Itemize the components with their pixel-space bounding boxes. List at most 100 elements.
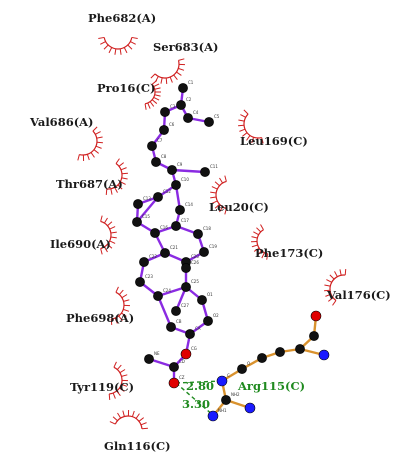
hbond-distance-2: 3.30 — [182, 397, 210, 411]
atom-label: C2 — [186, 97, 192, 102]
residue-label-phe682a: Phe682(A) — [88, 11, 156, 25]
carbon-atom — [200, 167, 210, 177]
atom-label: C8 — [161, 154, 167, 159]
atom-label: C14 — [185, 202, 193, 207]
atom-label: C1 — [188, 80, 194, 85]
hbond-line-2 — [175, 382, 215, 417]
carbon-atom — [199, 247, 209, 257]
atom-label: C7 — [157, 138, 163, 143]
carbon-atom — [204, 117, 214, 127]
carbon-atom — [178, 83, 188, 93]
atom-label: C6 — [169, 122, 175, 127]
atom-label: CG — [191, 346, 197, 351]
oxygen-atom — [310, 310, 322, 322]
hydrophobic-arc — [150, 58, 186, 84]
hydrophobic-arc — [210, 175, 227, 215]
atoms — [132, 83, 330, 422]
atom-label: O — [247, 361, 250, 366]
carbon-atom — [147, 141, 157, 151]
residue-label-tyr119c: Tyr119(C) — [70, 380, 134, 394]
hydrophobic-arc — [108, 361, 129, 400]
residue-label-gln116c: Gln116(C) — [104, 439, 171, 453]
hbond-line-1 — [175, 380, 223, 384]
carbon-atom — [257, 353, 267, 363]
hydrophobic-arc — [238, 109, 264, 145]
carbon-atom — [151, 157, 161, 167]
carbon-atom — [193, 229, 203, 239]
atom-label: C15 — [142, 214, 150, 219]
carbon-atom — [181, 282, 191, 292]
carbon-atom — [176, 100, 186, 110]
atom-label: CZ — [179, 375, 185, 380]
atom-label: NE — [154, 351, 160, 356]
atom-label: C10 — [181, 177, 189, 182]
atom-label: C11 — [210, 164, 218, 169]
atom-label: C25 — [191, 279, 199, 284]
residue-label-thr687a: Thr687(A) — [56, 177, 123, 191]
carbon-atom — [171, 180, 181, 190]
carbon-atom — [203, 316, 213, 326]
atom-label: CB — [176, 319, 182, 324]
hydrophobic-arc — [105, 158, 128, 195]
atom-label: C16 — [160, 225, 168, 230]
atom-label: O2 — [213, 313, 219, 318]
atom-labels: C1C2C3C4C5C6C7C8C9C10C11C12C13C14C15C16C… — [142, 80, 250, 413]
residue-label-leu169c: Leu169(C) — [240, 134, 308, 148]
residue-label-phe698a: Phe698(A) — [66, 311, 134, 325]
atom-label: C23 — [145, 274, 153, 279]
carbon-atom — [171, 306, 181, 316]
atom-label: C21 — [170, 245, 178, 250]
atom-label: NH2 — [231, 392, 240, 397]
atom-label: C18 — [203, 226, 211, 231]
atom-label: C26 — [191, 260, 199, 265]
nitrogen-atom — [244, 402, 256, 414]
atom-label: C19 — [209, 244, 217, 249]
hydrophobic-arc — [77, 126, 103, 162]
carbon-atom — [175, 205, 185, 215]
hydrophobic-arc — [100, 215, 117, 255]
carbon-atom — [159, 125, 169, 135]
atom-label: C12 — [163, 189, 171, 194]
carbon-atom — [275, 347, 285, 357]
carbon-atom — [183, 113, 193, 123]
carbon-atom — [197, 295, 207, 305]
hydrophobic-arc — [324, 269, 347, 306]
residue-label-ser683a: Ser683(A) — [153, 40, 219, 54]
residue-label-pro16c: Pro16(C) — [97, 81, 155, 95]
atom-label: CA — [195, 326, 201, 331]
hbond-distance-1: 2.80 — [186, 379, 214, 393]
carbon-atom — [181, 263, 191, 273]
hydrogen-bonds — [175, 380, 223, 417]
atom-label: C17 — [181, 218, 189, 223]
hydrophobic-arc — [109, 409, 148, 430]
hydrophobic-arc — [144, 80, 161, 110]
atom-label: C24 — [163, 288, 171, 293]
residue-label-leu20c: Leu20(C) — [209, 200, 269, 214]
carbon-atom — [153, 192, 163, 202]
atom-label: C — [227, 373, 230, 378]
atom-label: O1 — [207, 292, 213, 297]
hydrophobic-arcs — [77, 36, 347, 430]
atom-label: C20 — [191, 254, 199, 259]
atom-label: C13 — [143, 196, 151, 201]
atom-label: C22 — [149, 254, 157, 259]
carbon-atom — [160, 248, 170, 258]
atom-label: C4 — [193, 110, 199, 115]
residue-label-val176c: Val176(C) — [326, 288, 391, 302]
hbond-residue-label-arg115c: Arg115(C) — [237, 379, 305, 393]
atom-label: CD — [179, 359, 185, 364]
ligand-bond — [157, 285, 187, 298]
nitrogen-atom — [318, 349, 330, 361]
atom-label: C9 — [177, 162, 183, 167]
carbon-atom — [237, 364, 247, 374]
ligand-bond — [171, 168, 206, 174]
carbon-atom — [144, 354, 154, 364]
hydrophobic-arc — [110, 286, 131, 325]
atom-label: C5 — [214, 114, 220, 119]
carbon-atom — [150, 228, 160, 238]
hydrophobic-arc — [250, 224, 269, 260]
ligand-bond — [136, 196, 159, 223]
carbon-atom — [153, 291, 163, 301]
